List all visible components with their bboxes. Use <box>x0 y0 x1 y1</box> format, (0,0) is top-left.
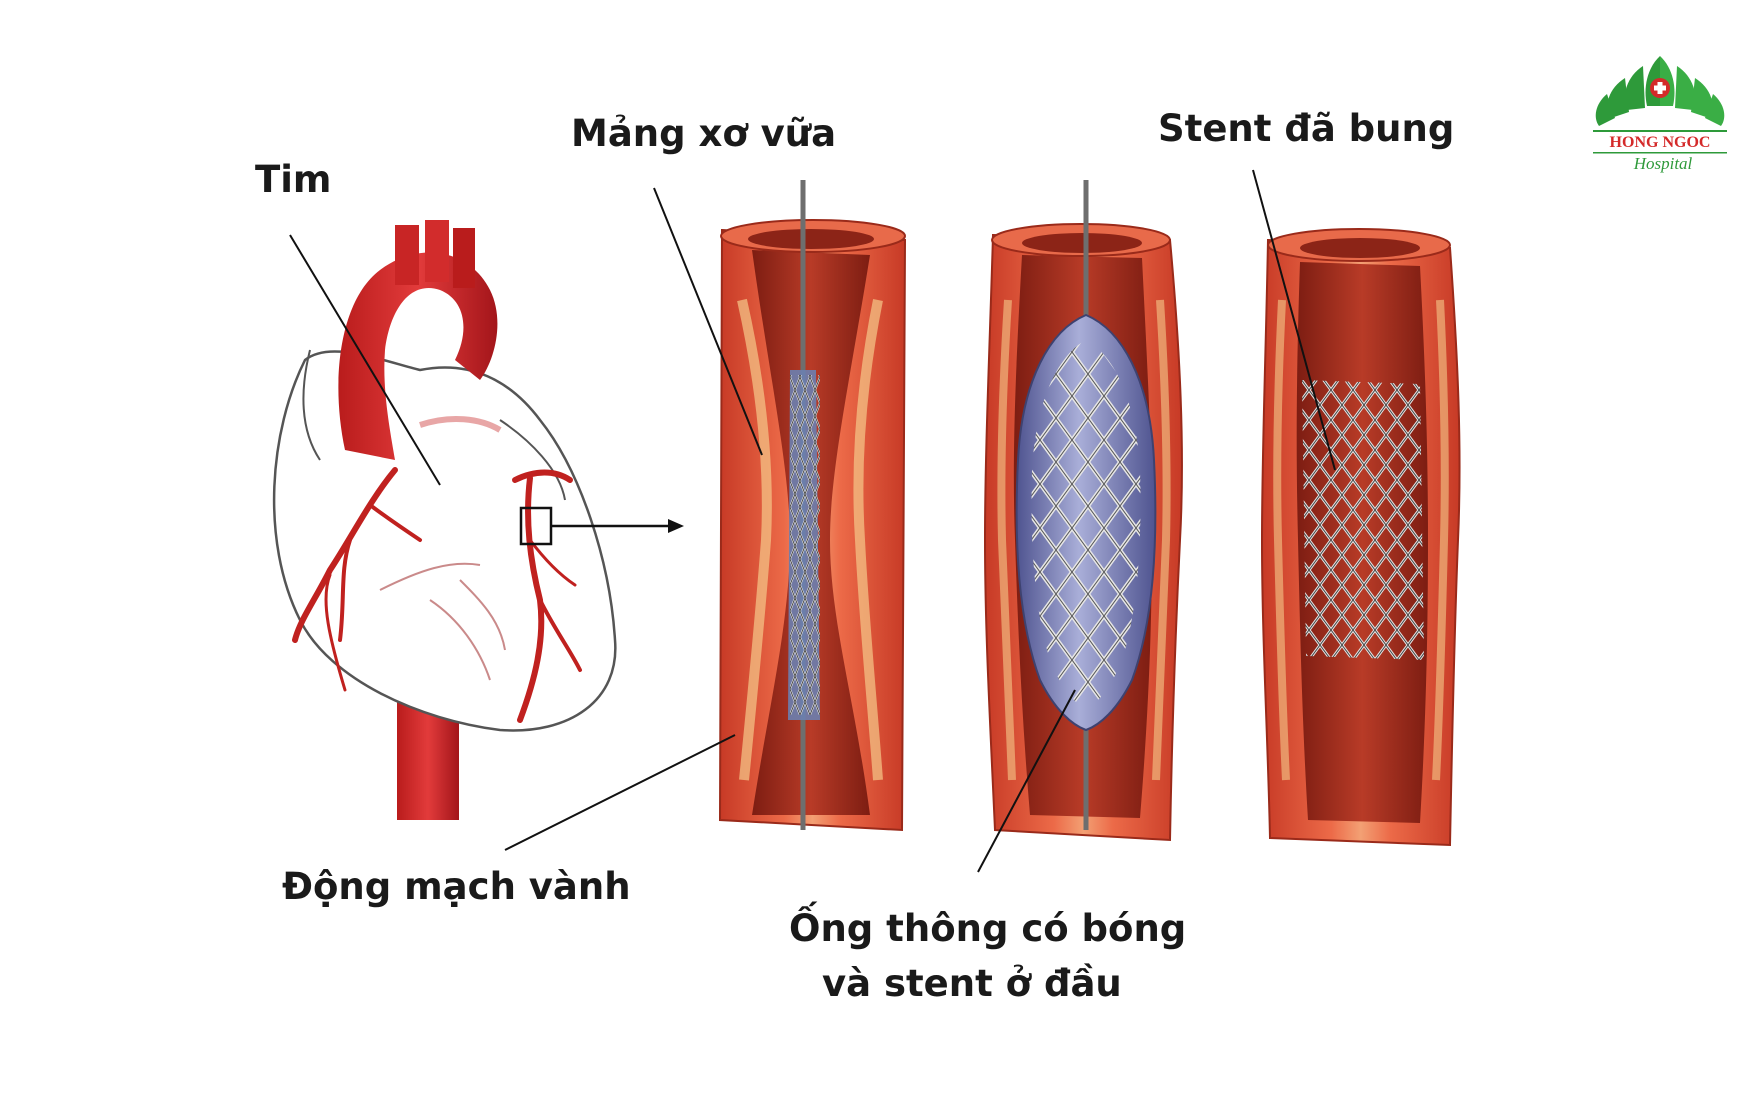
vessel-plaque <box>718 180 907 832</box>
leader-coronary <box>504 734 736 851</box>
leader-balloon <box>977 689 1076 873</box>
aortic-arch <box>338 252 498 460</box>
leader-stent <box>1252 169 1336 471</box>
logo-mark-icon: HONG NGOC Hospital <box>1593 56 1727 173</box>
leader-plaque <box>653 187 763 456</box>
label-expanded-stent: Stent đã bung <box>1158 107 1455 150</box>
vessel-balloon <box>983 180 1183 842</box>
leader-lines <box>289 169 1336 873</box>
coronary-arteries <box>292 467 582 723</box>
logo-name: HONG NGOC <box>1610 134 1711 151</box>
label-coronary-artery: Động mạch vành <box>282 865 631 908</box>
label-balloon-catheter-line2: và stent ở đầu <box>822 962 1122 1005</box>
vessel-stent <box>1260 228 1461 847</box>
heart-illustration <box>272 220 617 820</box>
zoom-arrow <box>551 519 684 533</box>
hong-ngoc-logo: HONG NGOC Hospital <box>1585 48 1735 178</box>
logo-sub: Hospital <box>1633 154 1693 173</box>
label-heart: Tim <box>255 158 332 201</box>
label-balloon-catheter-line1: Ống thông có bóng <box>789 907 1187 950</box>
label-plaque: Mảng xơ vữa <box>571 112 837 155</box>
heart-body <box>272 350 617 732</box>
leader-heart <box>289 234 441 486</box>
